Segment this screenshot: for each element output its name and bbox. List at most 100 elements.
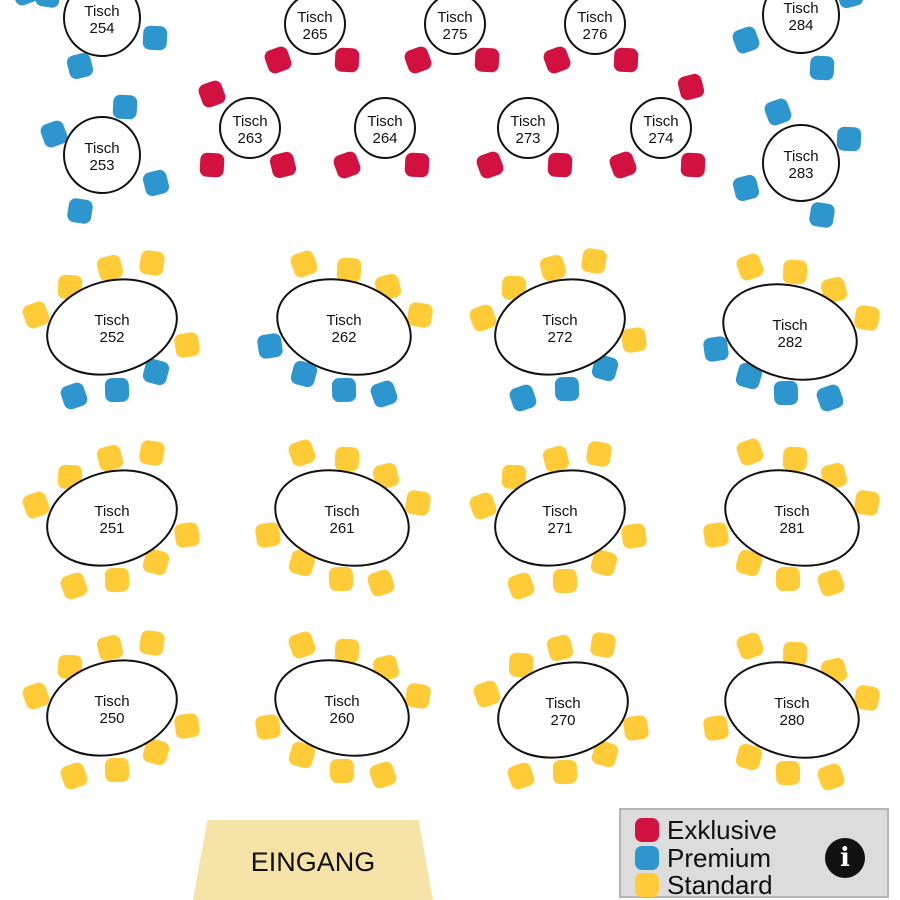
seat-standard[interactable] — [580, 247, 607, 274]
seat-standard[interactable] — [735, 437, 766, 468]
seat-standard[interactable] — [734, 548, 763, 577]
seat-premium[interactable] — [141, 168, 170, 197]
seat-exklusive[interactable] — [334, 47, 360, 73]
seat-exklusive[interactable] — [475, 150, 506, 181]
seat-premium[interactable] — [289, 359, 318, 388]
table-shape[interactable] — [497, 97, 559, 159]
seat-standard[interactable] — [95, 443, 124, 472]
seat-standard[interactable] — [287, 548, 316, 577]
seat-standard[interactable] — [735, 252, 766, 283]
seat-premium[interactable] — [104, 377, 130, 403]
seat-standard[interactable] — [173, 331, 200, 358]
seat-standard[interactable] — [853, 489, 880, 516]
seat-standard[interactable] — [404, 489, 431, 516]
table-shape[interactable] — [484, 265, 635, 388]
seat-standard[interactable] — [104, 567, 130, 593]
seat-premium[interactable] — [763, 97, 794, 128]
seat-standard[interactable] — [141, 737, 170, 766]
seat-premium[interactable] — [835, 0, 864, 10]
seat-premium[interactable] — [815, 383, 846, 414]
seat-standard[interactable] — [589, 548, 618, 577]
seat-standard[interactable] — [620, 522, 647, 549]
seat-standard[interactable] — [585, 440, 612, 467]
seat-premium[interactable] — [731, 25, 762, 56]
seat-standard[interactable] — [366, 568, 397, 599]
seat-exklusive[interactable] — [199, 152, 225, 178]
table-shape[interactable] — [36, 456, 187, 579]
seat-standard[interactable] — [289, 249, 320, 280]
table-shape[interactable] — [354, 97, 416, 159]
seat-standard[interactable] — [816, 568, 847, 599]
table-shape[interactable] — [36, 646, 187, 769]
table-shape[interactable] — [264, 646, 419, 770]
seat-exklusive[interactable] — [542, 45, 573, 76]
seat-standard[interactable] — [21, 490, 52, 521]
seat-premium[interactable] — [331, 377, 357, 403]
seat-standard[interactable] — [141, 547, 170, 576]
seat-premium[interactable] — [39, 119, 70, 150]
table-shape[interactable] — [63, 0, 141, 57]
seat-standard[interactable] — [287, 740, 316, 769]
seat-standard[interactable] — [328, 566, 354, 592]
table-shape[interactable] — [762, 124, 840, 202]
table-shape[interactable] — [63, 116, 141, 194]
seat-standard[interactable] — [287, 438, 318, 469]
seat-standard[interactable] — [816, 762, 847, 793]
seat-standard[interactable] — [406, 301, 433, 328]
seat-standard[interactable] — [782, 259, 808, 285]
table-shape[interactable] — [762, 0, 840, 54]
table-shape[interactable] — [266, 265, 421, 389]
seat-exklusive[interactable] — [404, 152, 430, 178]
seat-standard[interactable] — [541, 444, 570, 473]
table-shape[interactable] — [36, 265, 187, 388]
seat-premium[interactable] — [590, 353, 619, 382]
seat-exklusive[interactable] — [680, 152, 706, 178]
seat-premium[interactable] — [141, 357, 170, 386]
seat-premium[interactable] — [256, 332, 283, 359]
table-shape[interactable] — [284, 0, 346, 55]
seat-standard[interactable] — [95, 253, 124, 282]
seat-standard[interactable] — [620, 326, 647, 353]
seat-premium[interactable] — [65, 51, 94, 80]
seat-standard[interactable] — [508, 652, 534, 678]
seat-standard[interactable] — [622, 714, 649, 741]
table-shape[interactable] — [219, 97, 281, 159]
seat-standard[interactable] — [254, 713, 281, 740]
seat-standard[interactable] — [336, 257, 362, 283]
seat-exklusive[interactable] — [268, 150, 297, 179]
seat-exklusive[interactable] — [547, 152, 573, 178]
seat-standard[interactable] — [21, 681, 52, 712]
seat-standard[interactable] — [775, 566, 801, 592]
table-shape[interactable] — [712, 270, 867, 394]
seat-standard[interactable] — [782, 446, 808, 472]
seat-standard[interactable] — [468, 303, 499, 334]
seat-standard[interactable] — [506, 761, 537, 792]
seat-standard[interactable] — [552, 568, 578, 594]
seat-premium[interactable] — [554, 376, 580, 402]
seat-premium[interactable] — [112, 94, 138, 120]
seat-standard[interactable] — [545, 633, 574, 662]
seat-premium[interactable] — [702, 335, 729, 362]
seat-standard[interactable] — [472, 679, 503, 710]
seat-standard[interactable] — [59, 571, 90, 602]
seat-standard[interactable] — [329, 758, 355, 784]
seat-standard[interactable] — [819, 275, 848, 304]
table-shape[interactable] — [714, 648, 869, 772]
seat-exklusive[interactable] — [332, 150, 363, 181]
seat-standard[interactable] — [371, 461, 400, 490]
